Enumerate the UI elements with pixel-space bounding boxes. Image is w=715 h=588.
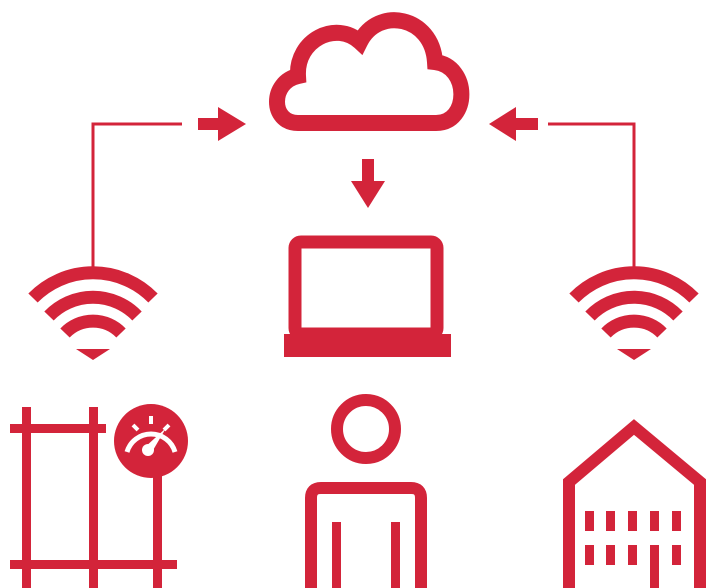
laptop-icon bbox=[284, 235, 451, 357]
building-icon bbox=[563, 419, 706, 588]
pipeline-gauge-icon bbox=[10, 404, 188, 588]
wifi-icon bbox=[28, 266, 158, 360]
arrow-right-icon bbox=[198, 107, 246, 141]
connector-right bbox=[548, 122, 636, 268]
arrow-down-icon bbox=[351, 159, 385, 208]
gauge-icon bbox=[114, 404, 188, 478]
connector-left bbox=[91, 122, 182, 268]
cloud-icon bbox=[269, 12, 470, 131]
wifi-icon bbox=[569, 266, 699, 360]
arrow-left-icon bbox=[489, 107, 538, 141]
person-icon bbox=[305, 394, 427, 588]
